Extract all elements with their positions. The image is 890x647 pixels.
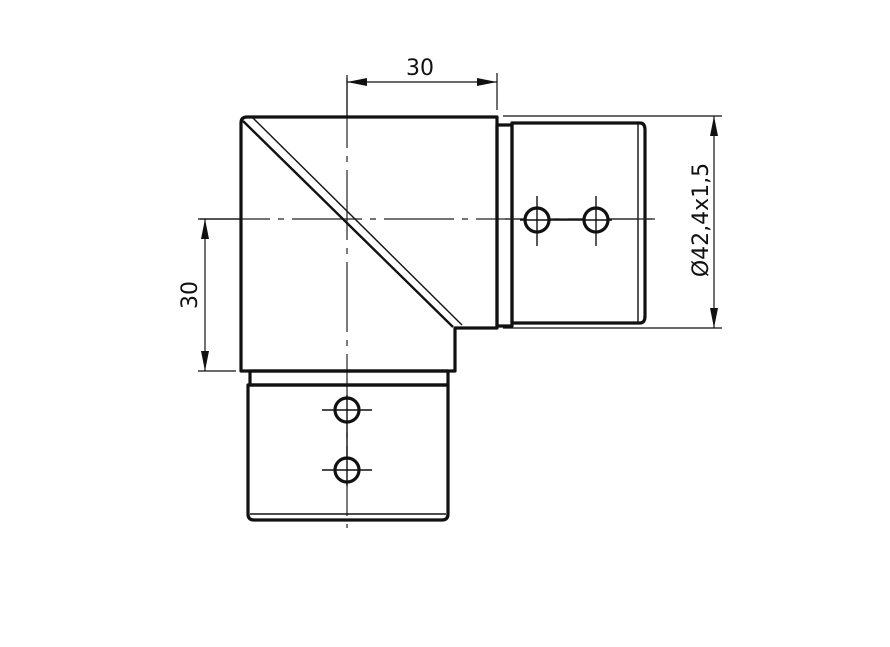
right-tube xyxy=(510,121,647,325)
arrow-down-icon xyxy=(201,351,209,371)
dimension-top: 30 xyxy=(346,56,498,117)
arrow-up-icon xyxy=(201,219,209,239)
dimension-diameter: Ø42,4x1,5 xyxy=(503,115,722,329)
right-spigot xyxy=(495,121,655,328)
arrow-right-icon xyxy=(477,78,497,86)
dimension-left: 30 xyxy=(178,218,241,372)
arrow-left-icon xyxy=(347,78,367,86)
bottom-tube xyxy=(246,383,450,522)
top-dimension-label: 30 xyxy=(406,56,434,81)
body-outline xyxy=(239,115,499,373)
left-dimension-label: 30 xyxy=(178,281,203,309)
arrow-up-icon xyxy=(710,116,718,136)
miter-line-inner xyxy=(251,116,463,326)
arrow-down-icon xyxy=(710,308,718,328)
bottom-collar xyxy=(248,369,450,387)
miter-line-outer xyxy=(242,120,454,328)
diameter-dimension-label: Ø42,4x1,5 xyxy=(689,163,714,277)
elbow-body xyxy=(239,115,499,373)
right-collar xyxy=(495,123,514,328)
bottom-spigot xyxy=(246,369,450,522)
